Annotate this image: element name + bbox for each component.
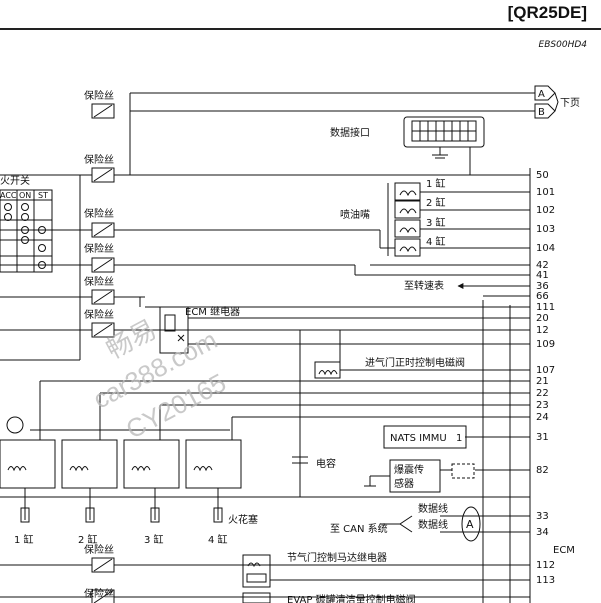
- pin-number: 104: [536, 243, 555, 254]
- ivt-valve-label: 进气门正时控制电磁阀: [365, 356, 465, 369]
- fuse-label-6: 保险丝: [84, 308, 114, 321]
- throttle-relay-label: 节气门控制马达继电器: [287, 551, 387, 564]
- pin-number: 107: [536, 365, 555, 376]
- pin-number: 42: [536, 260, 549, 271]
- ignition-switch-label: 火开关: [0, 174, 30, 187]
- pin-number: 66: [536, 291, 549, 302]
- pin-number: 111: [536, 302, 555, 313]
- fuse-label-1: 保险丝: [84, 89, 114, 102]
- nats-label: NATS IMMU: [390, 433, 447, 444]
- fuse-label-2: 保险丝: [84, 153, 114, 166]
- pin-number: 21: [536, 376, 549, 387]
- coil-label-3: 3 缸: [144, 533, 164, 546]
- coil-label-1: 1 缸: [14, 533, 34, 546]
- ecm-label: ECM: [553, 545, 575, 556]
- connector-b: B: [538, 107, 545, 118]
- ecm-relay-label: ECM 继电器: [185, 305, 240, 318]
- injector-1: 1 缸: [426, 177, 446, 190]
- pin-number: 33: [536, 511, 549, 522]
- fuse-label-5: 保险丝: [84, 275, 114, 288]
- connector-a: A: [538, 89, 545, 100]
- knock-sensor-line1: 爆震传: [394, 464, 424, 476]
- injector-4: 4 缸: [426, 235, 446, 248]
- pin-number: 12: [536, 325, 549, 336]
- fuse-label-8: 保险丝: [84, 587, 114, 600]
- injector-2: 2 缸: [426, 196, 446, 209]
- coil-label-4: 4 缸: [208, 533, 228, 546]
- pin-number: 41: [536, 270, 549, 281]
- nats-pin: 1: [456, 433, 462, 444]
- pin-number: 50: [536, 170, 549, 181]
- pin-number: 103: [536, 224, 555, 235]
- pin-number: 36: [536, 281, 549, 292]
- can-connector: A: [466, 518, 474, 531]
- pin-number: 24: [536, 412, 549, 423]
- injector-3: 3 缸: [426, 216, 446, 229]
- pin-number: 113: [536, 575, 555, 586]
- switch-acc: ACC: [0, 191, 17, 200]
- pin-number: 109: [536, 339, 555, 350]
- coil-label-2: 2 缸: [78, 533, 98, 546]
- to-can-label: 至 CAN 系统: [330, 522, 388, 535]
- pin-number: 34: [536, 527, 549, 538]
- pin-number: 112: [536, 560, 555, 571]
- data-line-2: 数据线: [418, 518, 448, 531]
- next-page-label: 下页: [560, 97, 580, 109]
- pin-number: 20: [536, 313, 549, 324]
- header-rule: [0, 28, 601, 30]
- data-link-label: 数据接口: [330, 126, 370, 139]
- pin-number: 31: [536, 432, 549, 443]
- pin-number: 102: [536, 205, 555, 216]
- injector-label: 喷油嘴: [340, 208, 370, 221]
- fuse-label-3: 保险丝: [84, 207, 114, 220]
- to-tacho-label: 至转速表: [404, 279, 444, 292]
- fuse-label-4: 保险丝: [84, 242, 114, 255]
- model-code: [QR25DE]: [507, 3, 587, 22]
- fuse-label-7: 保险丝: [84, 543, 114, 556]
- pin-number: 82: [536, 465, 549, 476]
- pin-number: 22: [536, 388, 549, 399]
- knock-sensor-line2: 感器: [394, 477, 414, 490]
- pin-number: 23: [536, 400, 549, 411]
- spark-plug-label: 火花塞: [228, 513, 258, 526]
- switch-st: ST: [38, 191, 48, 200]
- switch-on: ON: [19, 191, 31, 200]
- pin-number: 101: [536, 187, 555, 198]
- evap-valve-label: EVAP 碳罐清洁量控制电磁阀: [287, 593, 416, 603]
- pin-number-list: 50 101 102 103 104 42 41 36 66 111 20 12…: [536, 170, 555, 586]
- data-line-1: 数据线: [418, 502, 448, 515]
- capacitor-label: 电容: [316, 457, 336, 470]
- doc-code: EBS00HD4: [538, 40, 587, 50]
